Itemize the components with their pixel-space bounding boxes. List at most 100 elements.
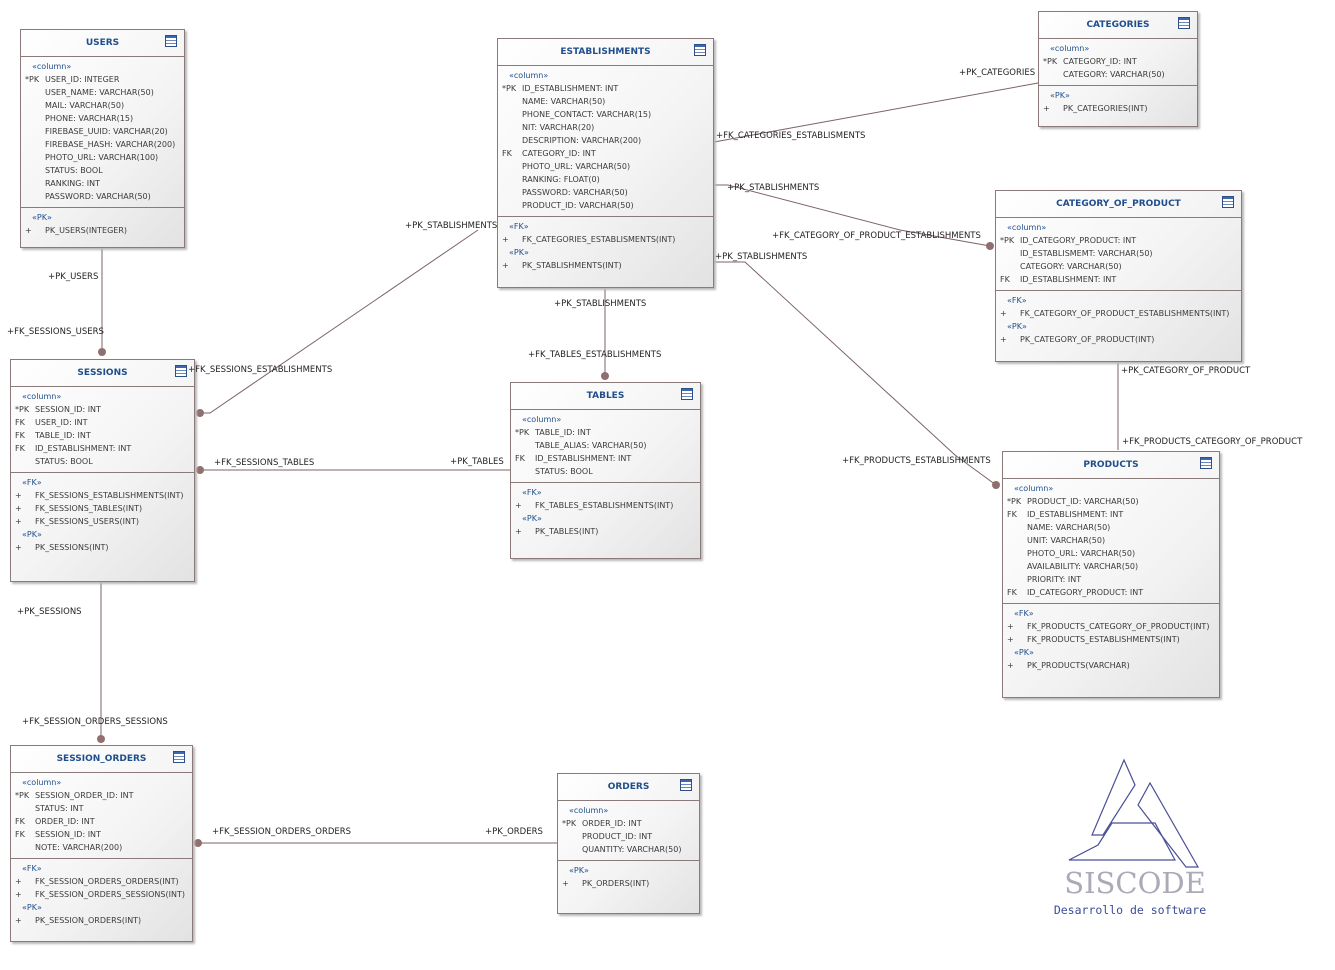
table-icon xyxy=(680,779,692,791)
operation-text: PK_SESSION_ORDERS(INT) xyxy=(35,916,142,925)
stereotype-fk: «FK» xyxy=(22,478,42,487)
pk-list: +PK_SESSION_ORDERS(INT) xyxy=(11,914,192,927)
column-text: ID_ESTABLISHMENT: INT xyxy=(1020,275,1117,284)
column-text: CATEGORY_ID: INT xyxy=(522,149,596,158)
plus-marker: + xyxy=(1007,661,1014,670)
column-row: AVAILABILITY: VARCHAR(50) xyxy=(1003,560,1219,573)
column-row: ID_ESTABLISMEMT: VARCHAR(50) xyxy=(996,247,1241,260)
column-text: NIT: VARCHAR(20) xyxy=(522,123,595,132)
operation-text: FK_SESSION_ORDERS_ORDERS(INT) xyxy=(35,877,179,886)
column-text: RANKING: FLOAT(0) xyxy=(522,175,600,184)
stereotype-column: «column» xyxy=(509,71,549,80)
column-text: TABLE_ALIAS: VARCHAR(50) xyxy=(535,441,647,450)
column-text: USER_NAME: VARCHAR(50) xyxy=(45,88,154,97)
plus-marker: + xyxy=(502,261,509,270)
entity-title: SESSIONS xyxy=(77,368,128,378)
plus-marker: + xyxy=(562,879,569,888)
operation-row: +FK_SESSIONS_TABLES(INT) xyxy=(11,502,194,515)
key-marker: FK xyxy=(1007,510,1017,519)
column-text: PHOTO_URL: VARCHAR(50) xyxy=(522,162,631,171)
operation-row: + PK_SESSIONS(INT) xyxy=(11,541,194,554)
table-icon xyxy=(1178,17,1190,29)
key-marker: FK xyxy=(1007,588,1017,597)
plus-marker: + xyxy=(1043,104,1050,113)
column-text: PRODUCT_ID: VARCHAR(50) xyxy=(1027,497,1139,506)
siscode-logo-icon xyxy=(1068,758,1200,868)
fk-list: +FK_TABLES_ESTABLISHMENTS(INT) xyxy=(511,499,700,512)
stereotype-column: «column» xyxy=(32,62,72,71)
operation-row: +PK_SESSION_ORDERS(INT) xyxy=(11,914,192,927)
operation-text: FK_PRODUCTS_ESTABLISHMENTS(INT) xyxy=(1027,635,1180,644)
edge-label: +PK_SESSIONS xyxy=(17,607,82,617)
entity-title: SESSION_ORDERS xyxy=(56,754,147,764)
key-marker: FK xyxy=(1000,275,1010,284)
column-row: STATUS: BOOL xyxy=(11,455,194,468)
plus-marker: + xyxy=(1000,309,1007,318)
operation-text: PK_SESSIONS(INT) xyxy=(35,543,109,552)
column-text: TABLE_ID: INT xyxy=(535,428,591,437)
fk-pk-section: «FK» +FK_CATEGORIES_ESTABLISMENTS(INT) «… xyxy=(498,216,713,276)
operation-row: +FK_SESSION_ORDERS_ORDERS(INT) xyxy=(11,875,192,888)
column-row: MAIL: VARCHAR(50) xyxy=(21,99,184,112)
operation-row: +FK_SESSIONS_USERS(INT) xyxy=(11,515,194,528)
column-text: PHONE_CONTACT: VARCHAR(15) xyxy=(522,110,652,119)
plus-marker: + xyxy=(515,527,522,536)
column-text: STATUS: INT xyxy=(35,804,84,813)
column-text: SESSION_ID: INT xyxy=(35,405,101,414)
fk-pk-section: «FK» +FK_CATEGORY_OF_PRODUCT_ESTABLISHME… xyxy=(996,290,1241,350)
column-text: PASSWORD: VARCHAR(50) xyxy=(45,192,151,201)
edge-label: +FK_PRODUCTS_CATEGORY_OF_PRODUCT xyxy=(1122,437,1303,447)
pk-list: +PK_ORDERS(INT) xyxy=(558,877,699,890)
column-row: PRODUCT_ID: VARCHAR(50) xyxy=(498,199,713,212)
column-row: PRODUCT_ID: INT xyxy=(558,830,699,843)
key-marker: FK xyxy=(515,454,525,463)
column-row: NAME: VARCHAR(50) xyxy=(1003,521,1219,534)
stereotype-column: «column» xyxy=(569,806,609,815)
operation-text: FK_CATEGORY_OF_PRODUCT_ESTABLISHMENTS(IN… xyxy=(1020,309,1230,318)
plus-marker: + xyxy=(15,517,22,526)
column-row: PHONE: VARCHAR(15) xyxy=(21,112,184,125)
logo-tagline: Desarrollo de software xyxy=(1053,903,1207,917)
column-row: PHOTO_URL: VARCHAR(100) xyxy=(21,151,184,164)
column-text: RANKING: INT xyxy=(45,179,100,188)
stereotype-pk: «PK» xyxy=(509,248,529,257)
key-marker: FK xyxy=(15,431,25,440)
key-marker: *PK xyxy=(25,75,40,84)
plus-marker: + xyxy=(15,543,22,552)
column-row: NIT: VARCHAR(20) xyxy=(498,121,713,134)
column-text: STATUS: BOOL xyxy=(45,166,103,175)
operation-text: FK_SESSIONS_TABLES(INT) xyxy=(35,504,143,513)
pk-list: +PK_PRODUCTS(VARCHAR) xyxy=(1003,659,1219,672)
table-icon xyxy=(165,35,177,47)
column-row: STATUS: INT xyxy=(11,802,192,815)
operation-text: FK_PRODUCTS_CATEGORY_OF_PRODUCT(INT) xyxy=(1027,622,1210,631)
edge-label: +PK_CATEGORIES xyxy=(959,68,1036,78)
stereotype-pk: «PK» xyxy=(569,866,589,875)
column-text: ID_ESTABLISMEMT: VARCHAR(50) xyxy=(1020,249,1153,258)
column-row: STATUS: BOOL xyxy=(511,465,700,478)
stereotype-column: «column» xyxy=(1014,484,1054,493)
stereotype-column: «column» xyxy=(1050,44,1090,53)
column-row: FK ID_ESTABLISHMENT: INT xyxy=(996,273,1241,286)
